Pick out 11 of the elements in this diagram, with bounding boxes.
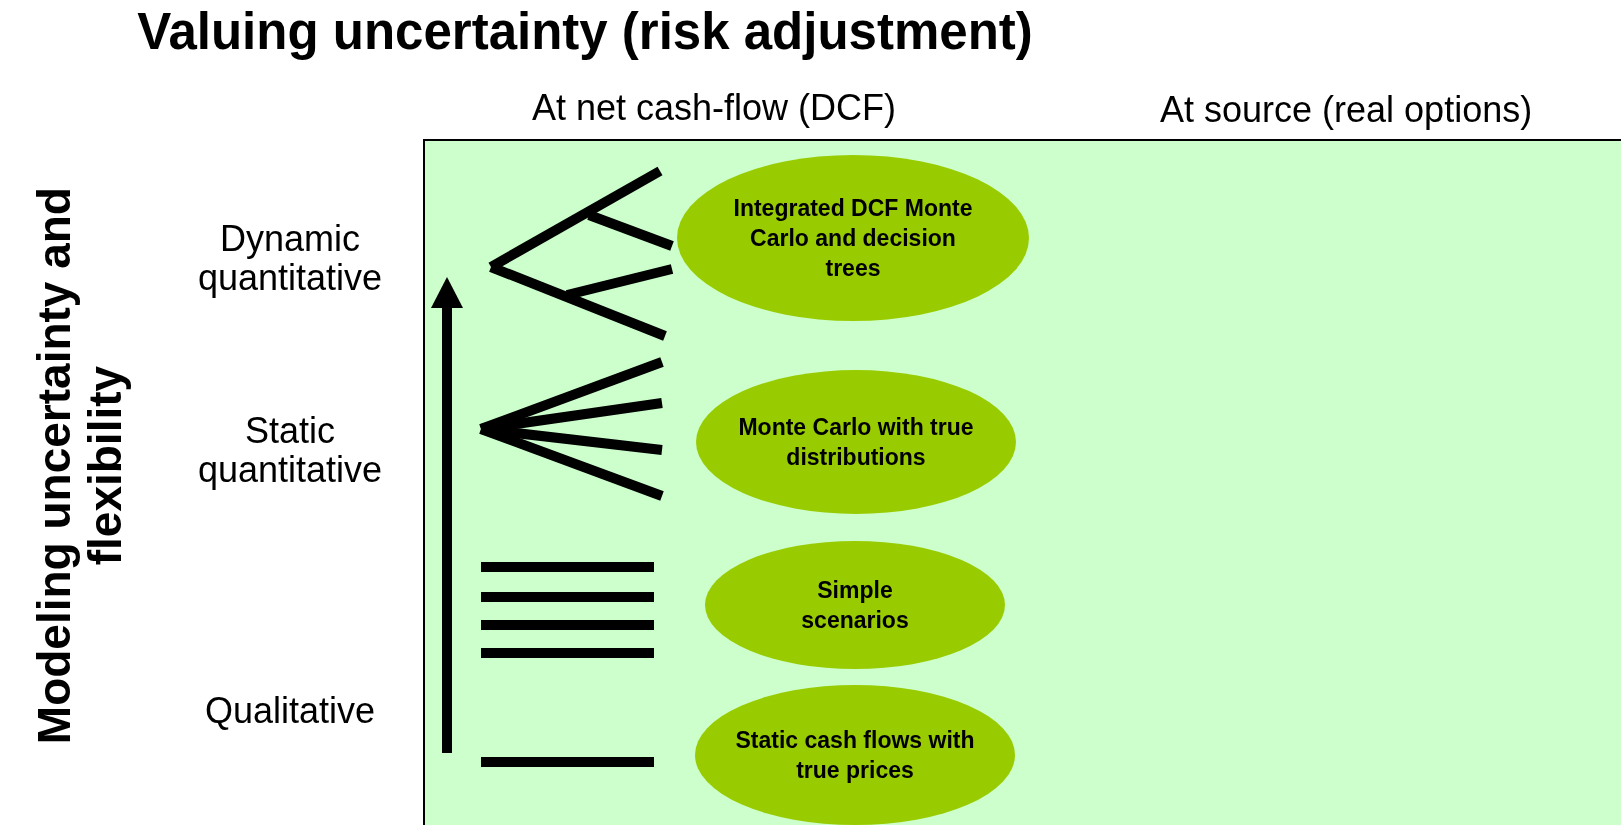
row-label: Qualitative (205, 691, 376, 731)
row-label: Static quantitative (196, 410, 384, 490)
title: Valuing uncertainty (risk adjustment) (136, 2, 1034, 62)
method-label: Static cash flows with true prices (734, 726, 976, 785)
column-heading: At net cash-flow (DCF) (532, 88, 897, 128)
row-label: Dynamic quantitative (196, 218, 384, 298)
column-heading: At source (real options) (1160, 90, 1533, 130)
axis-title: Modeling uncertainty and flexibility (29, 185, 131, 746)
method-label: Integrated DCF Monte Carlo and decision trees (732, 194, 974, 283)
method-label: Simple scenarios (800, 576, 910, 635)
method-label: Monte Carlo with true distributions (737, 413, 975, 472)
